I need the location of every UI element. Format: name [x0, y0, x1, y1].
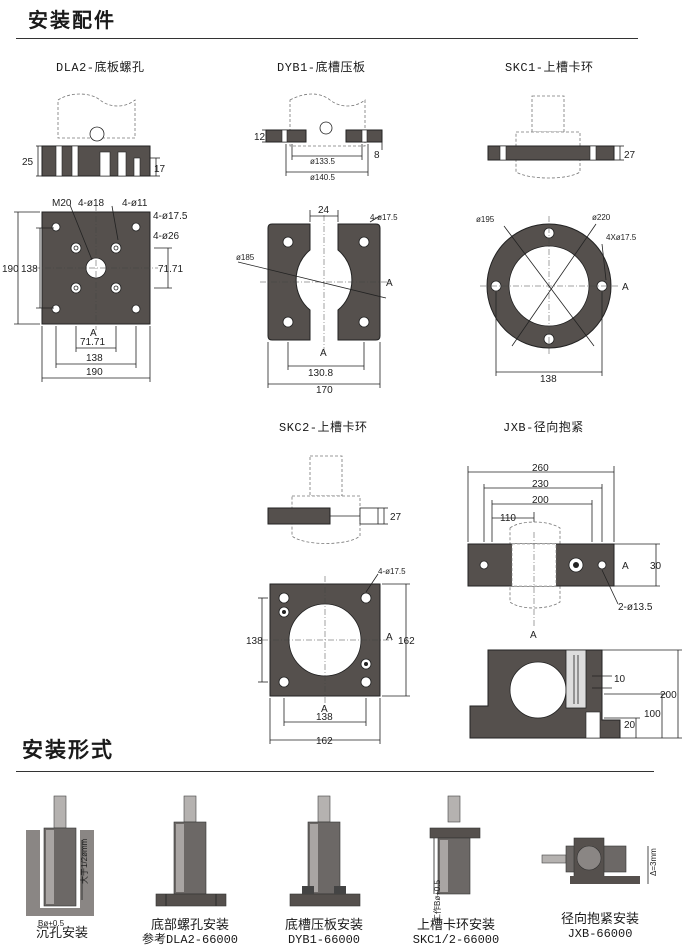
jxb-dim-h10: 10	[614, 674, 626, 685]
jxb-dim-d135: 2-ø13.5	[618, 602, 653, 613]
jxb-section-a-right: A	[622, 561, 629, 572]
skc1-section-a: A	[622, 282, 629, 293]
dla2-dim-w190v: 190	[2, 264, 19, 275]
mount-bottom-clamp-illustration	[289, 795, 361, 907]
skc2-title: SKC2-上槽卡环	[279, 421, 368, 435]
skc2-dim-h138: 138	[246, 636, 263, 647]
jxb-dim-w260: 260	[532, 463, 549, 474]
dyb1-dim-h8: 8	[374, 150, 380, 161]
mount-caption-bottom-clamp: 底槽压板安装 DYB1-66000	[266, 918, 382, 948]
jxb-title: JXB-径向抱紧	[503, 421, 584, 435]
dla2-dim-h17: 17	[154, 164, 166, 175]
skc1-title: SKC1-上槽卡环	[505, 61, 594, 75]
mount-top-collar-note: 工作Bø+0.5	[432, 879, 442, 922]
mount-caption-radial-clamp: 径向抱紧安装 JXB-66000	[540, 912, 660, 942]
jxb-section-a-bottom: A	[530, 630, 537, 641]
dla2-dim-w138: 138	[86, 353, 103, 364]
skc2-top-view: 4-ø17.5 138 A 162 A 138 162	[246, 567, 415, 747]
dla2-dim-d18: 4-ø18	[78, 198, 105, 209]
skc2-dim-w138: 138	[316, 712, 333, 723]
mount-caption-top-collar-line2: SKC1/2-66000	[412, 933, 500, 947]
dyb1-dim-d1335: ø133.5	[310, 157, 335, 166]
jxb-front-view: 260 230 200 110 A 30 2-ø13.5 A	[467, 463, 662, 641]
skc1-top-view: ø195 ø220 4Xø17.5 A 138	[476, 213, 637, 385]
dla2-dim-d11: 4-ø11	[122, 198, 148, 209]
mount-caption-bottom-thread-line2: 参考DLA2-66000	[141, 933, 238, 947]
mounting-title-rule	[16, 771, 654, 772]
mount-caption-top-collar: 上槽卡环安装 SKC1/2-66000	[396, 918, 516, 948]
mount-counterbore-note-b: Bø+0.5	[38, 919, 65, 928]
jxb-dim-h20: 20	[624, 720, 636, 731]
dla2-dim-w138v: 138	[21, 264, 38, 275]
mount-caption-bottom-thread-line1: 底部螺孔安装	[150, 918, 229, 933]
skc2-section-a-bottom: A	[321, 704, 328, 715]
jxb-section-view: 10 200 100 20	[469, 649, 682, 739]
dyb1-side-view: 12 8 ø133.5 ø140.5	[254, 93, 383, 182]
dyb1-title: DYB1-底槽压板	[277, 61, 366, 75]
mount-top-collar-illustration: 工作Bø+0.5	[429, 795, 481, 922]
dla2-side-view: 25 17	[22, 93, 166, 177]
dyb1-dim-w24: 24	[318, 205, 330, 216]
jxb-dim-h200: 200	[660, 690, 677, 701]
mount-radial-note: Δ=3mm	[649, 848, 658, 876]
skc1-dim-d220: ø220	[592, 213, 611, 222]
dla2-section-a: A	[90, 328, 97, 339]
mount-caption-radial-clamp-line1: 径向抱紧安装	[560, 912, 639, 927]
accessories-section-title: 安装配件	[28, 8, 116, 32]
dla2-dim-m20: M20	[52, 198, 72, 209]
dla2-dim-d26: 4-ø26	[153, 231, 180, 242]
mount-caption-bottom-clamp-line2: DYB1-66000	[287, 933, 360, 947]
dla2-dim-w7171: 71.71	[80, 337, 105, 348]
skc2-section-a-right: A	[386, 632, 393, 643]
accessories-title-rule	[16, 38, 638, 39]
dyb1-section-a-right: A	[386, 278, 393, 289]
skc2-dim-w162: 162	[316, 736, 333, 747]
skc1-side-view: 27	[487, 95, 636, 179]
skc2-side-view: 27	[267, 455, 402, 544]
dyb1-dim-d175: 4-ø17.5	[370, 213, 398, 222]
dyb1-dim-w170: 170	[316, 385, 333, 396]
mount-counterbore-illustration: 大于1/2ømm Bø+0.5	[26, 795, 94, 928]
mounting-section-title: 安装形式	[22, 738, 114, 762]
dyb1-dim-d185: ø185	[236, 253, 255, 262]
jxb-dim-h100: 100	[644, 709, 661, 720]
jxb-dim-h30: 30	[650, 561, 662, 572]
mount-caption-bottom-clamp-line1: 底槽压板安装	[284, 918, 363, 933]
dyb1-top-view: 24 4-ø17.5 ø185 A A 130.8 170	[236, 205, 398, 396]
mount-caption-radial-clamp-line2: JXB-66000	[567, 927, 633, 941]
dla2-dim-h25: 25	[22, 157, 34, 168]
skc2-dim-h27: 27	[390, 512, 402, 523]
jxb-dim-w230: 230	[532, 479, 549, 490]
mount-caption-bottom-thread: 底部螺孔安装 参考DLA2-66000	[130, 918, 250, 948]
dla2-dim-w7171r: 71.71	[158, 264, 183, 275]
dyb1-dim-h12: 12	[254, 132, 266, 143]
skc2-dim-h162: 162	[398, 636, 415, 647]
jxb-dim-w200: 200	[532, 495, 549, 506]
dyb1-dim-d1405: ø140.5	[310, 173, 335, 182]
dla2-dim-d175: 4-ø17.5	[153, 211, 188, 222]
dla2-top-view: M20 4-ø18 4-ø11 4-ø17.5 4-ø26 190 138 71…	[2, 198, 188, 382]
dla2-dim-w190: 190	[86, 367, 103, 378]
skc1-dim-d175: 4Xø17.5	[606, 233, 637, 242]
skc1-dim-d195: ø195	[476, 215, 495, 224]
mount-bottom-thread-illustration	[155, 795, 227, 907]
mount-caption-counterbore: 沉孔安装	[22, 926, 102, 941]
dla2-title: DLA2-底板螺孔	[56, 61, 145, 75]
dyb1-dim-w1308: 130.8	[308, 368, 333, 379]
mount-counterbore-note-a: 大于1/2ømm	[79, 838, 89, 884]
jxb-dim-w110: 110	[500, 513, 516, 524]
mount-caption-top-collar-line1: 上槽卡环安装	[416, 918, 495, 933]
skc2-dim-d175: 4-ø17.5	[378, 567, 406, 576]
skc1-dim-h27: 27	[624, 150, 636, 161]
dyb1-section-a-bottom: A	[320, 348, 327, 359]
skc1-dim-w138: 138	[540, 374, 557, 385]
mount-caption-counterbore-line1: 沉孔安装	[35, 926, 88, 941]
mount-radial-clamp-illustration: Δ=3mm	[541, 837, 658, 884]
